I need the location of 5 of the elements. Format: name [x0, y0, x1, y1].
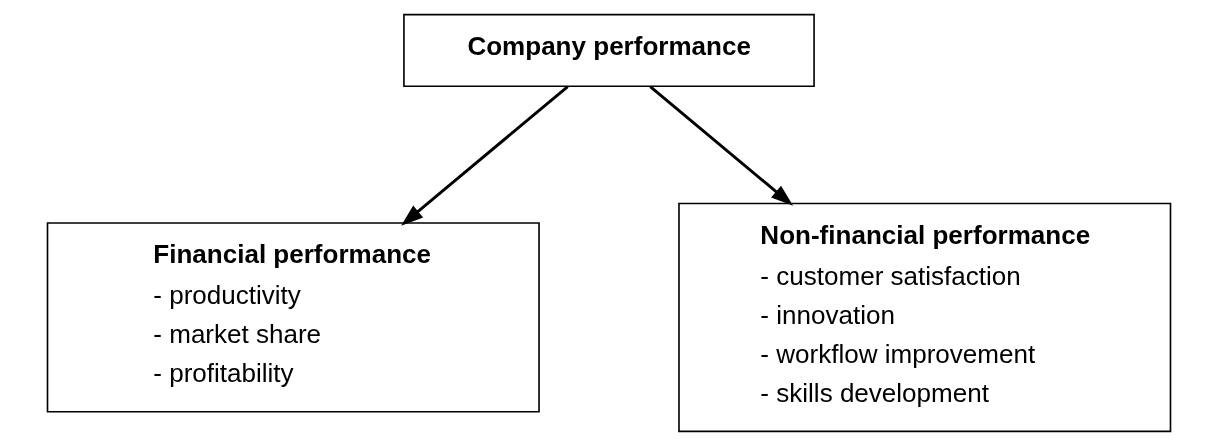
node-box: Non-financial performance - customer satisfaction - innovation - workflow improvement - skills development: [677, 202, 1171, 433]
arrow: [648, 85, 793, 206]
arrow: [400, 85, 569, 226]
node-box: Financial performance - productivity - market share - profitability: [46, 222, 540, 413]
node-box: Company performance: [402, 13, 815, 88]
